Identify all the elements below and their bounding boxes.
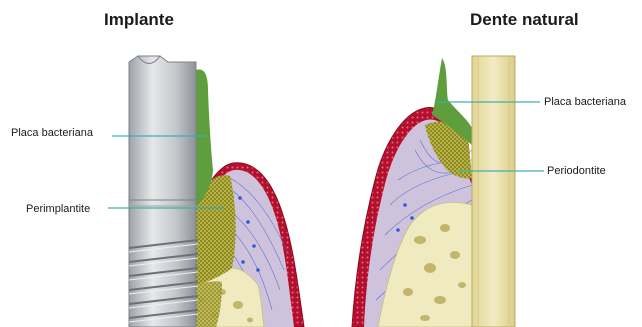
perimplantitis-lower [194,281,222,327]
tooth-scene [352,56,544,327]
implant-scene [108,56,304,327]
implant-body [129,56,198,327]
label-periodontitis: Periodontite [547,165,606,178]
label-plaque-implant: Placa bacteriana [11,127,93,140]
title-natural-tooth: Dente natural [470,10,579,30]
label-plaque-tooth: Placa bacteriana [544,96,626,109]
label-perimplantitis: Perimplantite [26,203,90,216]
title-implant: Implante [104,10,174,30]
